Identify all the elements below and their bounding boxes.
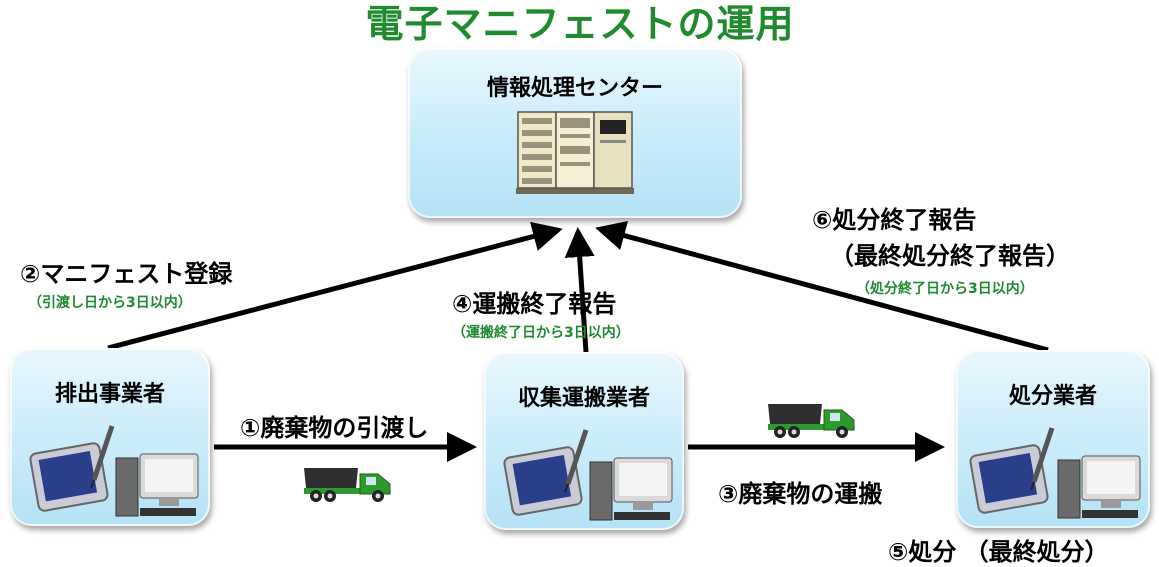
info-center-box: 情報処理センター [408,48,742,218]
diagram-title: 電子マニフェストの運用 [365,2,795,46]
disposer-box: 処分業者 [956,350,1150,528]
step-4-note: （運搬終了日から3日以内） [452,325,630,341]
desktop-computer-icon [115,453,199,517]
step-6-note: （処分終了日から3日以内） [856,281,1034,297]
dump-truck-icon [304,468,391,502]
step-3-label: ③廃棄物の運搬 [718,480,883,508]
step-1-label: ①廃棄物の引渡し [240,414,429,442]
server-icon [516,111,634,194]
step-5-label: ⑤処分 （最終処分） [888,538,1109,566]
step-2-note: （引渡し日から3日以内） [28,295,192,311]
arrow-disposal-report [595,221,1049,353]
step-2-label: ②マニフェスト登録 [20,260,233,288]
dump-truck-icon [768,404,855,438]
generator-box: 排出事業者 [10,348,210,526]
step-6-sub: （最終処分終了報告） [830,242,1070,270]
desktop-computer-icon [589,457,673,521]
step-4-label: ④運搬終了報告 [452,290,617,318]
transporter-box: 収集運搬業者 [484,352,684,530]
desktop-computer-icon [1057,455,1141,519]
step-6-label: ⑥処分終了報告 [812,206,977,234]
info-center-label: 情報処理センター [486,76,663,101]
arrow-transport-report [564,227,595,353]
generator-label: 排出事業者 [54,382,165,407]
tablet-pen-icon [503,429,589,516]
arrow-registration [107,221,563,351]
disposer-label: 処分業者 [1008,384,1097,409]
transporter-label: 収集運搬業者 [517,386,650,411]
tablet-pen-icon [969,427,1055,514]
tablet-pen-icon [29,425,115,512]
